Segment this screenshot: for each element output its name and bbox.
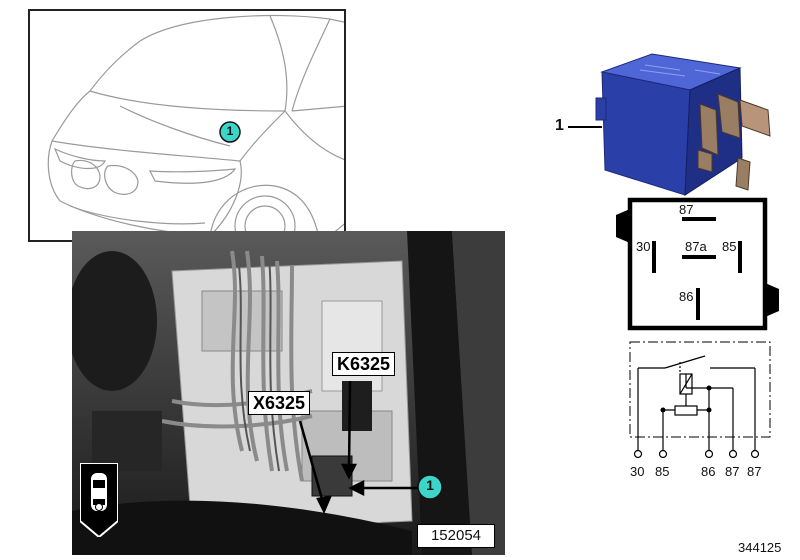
connector-label-x6325: X6325 (248, 391, 311, 415)
photo-image-code: 152054 (417, 524, 495, 548)
pin-label-87: 87 (679, 202, 694, 217)
relay-part-illustration (590, 40, 790, 200)
circuit-terminal-30: 30 (630, 464, 645, 479)
car-front-drawing (47, 14, 344, 240)
car-callout-number: 1 (226, 124, 234, 138)
engine-bay-photo: 1 X6325 K6325 152054 (72, 231, 505, 555)
pin-label-30: 30 (636, 239, 651, 254)
pin-label-87a: 87a (685, 239, 707, 254)
circuit-terminal-87b: 87 (747, 464, 762, 479)
photo-callout-number: 1 (426, 477, 434, 493)
relay-part-number: 1 (555, 117, 564, 134)
circuit-terminal-85: 85 (655, 464, 670, 479)
relay-leader-line (568, 126, 602, 128)
car-callout-circle (219, 121, 241, 143)
relay-circuit-schematic: 30 85 86 87 87 (625, 340, 775, 480)
figure-id: 344125 (738, 540, 782, 555)
relay-label-k6325: K6325 (332, 352, 396, 376)
circuit-terminal-86: 86 (701, 464, 716, 479)
car-location-panel: 1 (28, 9, 346, 242)
circuit-terminal-87a: 87 (725, 464, 740, 479)
pin-label-85: 85 (722, 239, 737, 254)
car-top-view-icon (80, 463, 118, 537)
pin-label-86: 86 (679, 289, 694, 304)
relay-pin-diagram: 87 30 87a 85 86 (612, 195, 782, 335)
